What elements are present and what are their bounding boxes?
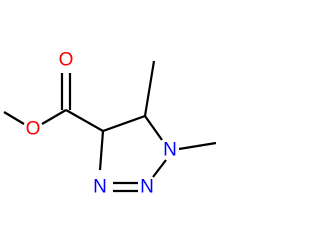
bond-carbonyl-ester-oxygen	[41, 109, 67, 125]
bond-n1-n2	[152, 159, 167, 178]
bond-n1-methyl	[178, 141, 217, 151]
bond-c5-methyl	[143, 60, 156, 117]
ring-n2-label: N	[140, 177, 154, 198]
bond-ester-oxygen-methyl	[3, 111, 25, 125]
bond-n3-c4	[98, 130, 105, 171]
atom-labels: O O N N N	[26, 50, 177, 198]
bond-c5-n1	[144, 115, 163, 141]
bond-carbonyl-ring-c4	[65, 109, 104, 132]
carbonyl-oxygen-label: O	[59, 50, 74, 71]
ester-oxygen-label: O	[26, 119, 41, 140]
ring-n1-label: N	[163, 140, 177, 161]
chemical-structure: O O N N N	[3, 50, 217, 198]
ring-n3-label: N	[93, 177, 107, 198]
bond-c4-c5	[102, 114, 146, 133]
bonds	[3, 60, 217, 193]
